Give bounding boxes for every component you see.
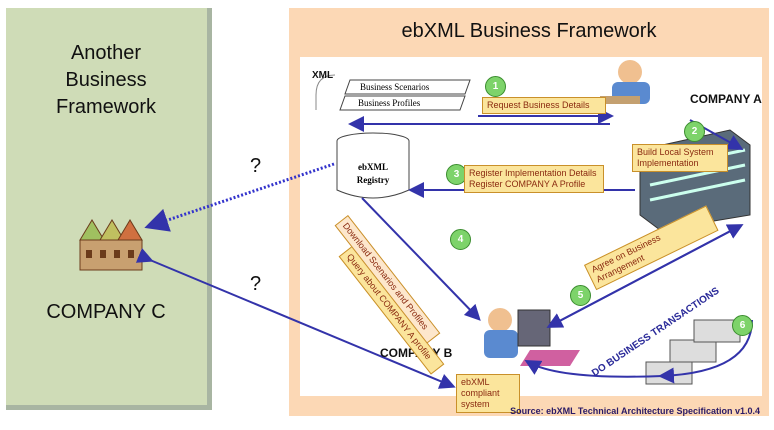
query-registry-arrow [144, 162, 335, 232]
question-mark-top: ? [250, 155, 262, 177]
step-1-box: Request Business Details [482, 97, 606, 114]
step-6-badge: 6 [732, 315, 753, 336]
xml-label: XML [312, 70, 334, 81]
business-profiles-text: Business Profiles [358, 98, 421, 108]
registry-database-icon [336, 132, 410, 199]
step-2-badge: 2 [684, 121, 705, 142]
step-4-badge: 4 [450, 229, 471, 250]
business-scenarios-text: Business Scenarios [360, 82, 430, 92]
company-c-label: COMPANY C [46, 301, 166, 323]
source-citation: Source: ebXML Technical Architecture Spe… [510, 406, 760, 416]
business-scenarios-document [339, 79, 471, 111]
step-1-badge: 1 [485, 76, 506, 97]
another-framework-panel: Another Business Framework COMPANY C [6, 8, 212, 410]
step-5-badge: 5 [570, 285, 591, 306]
company-c-link-arrow [135, 247, 456, 389]
another-framework-title: Another Business Framework [55, 42, 156, 118]
company-a-person-icon [600, 60, 650, 104]
company-b-person-icon [484, 308, 580, 366]
registry-label-2: Registry [356, 175, 390, 185]
ebxml-framework-title: ebXML Business Framework [401, 20, 657, 42]
registry-label-1: ebXML [358, 162, 388, 172]
company-a-label: COMPANY A [690, 92, 762, 106]
question-mark-bottom: ? [250, 273, 262, 295]
ebxml-compliant-system-box: ebXML compliant system [456, 374, 520, 413]
step-3-box: Register Implementation Details Register… [464, 165, 604, 193]
factory-icon [79, 219, 143, 271]
step-2-box: Build Local System Implementation [632, 144, 728, 172]
